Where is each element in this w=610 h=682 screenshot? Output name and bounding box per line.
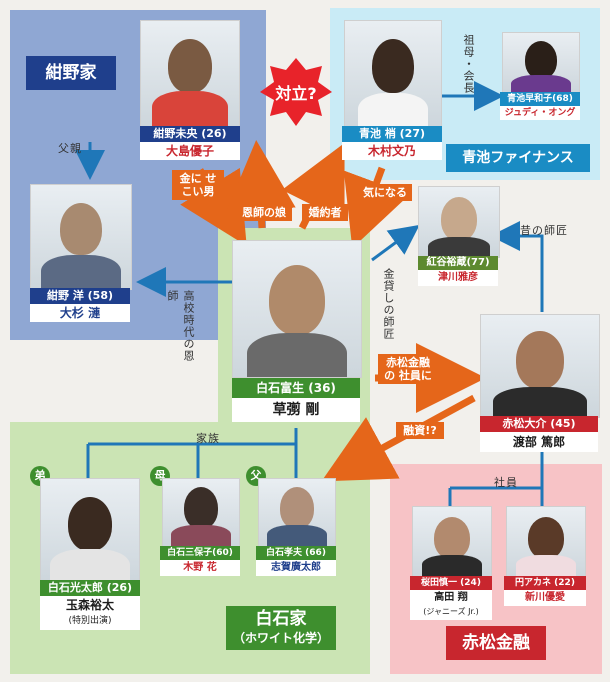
label-loan: 融資!? — [396, 422, 444, 439]
role-daisuke: 赤松大介 (45) — [480, 416, 598, 432]
actor-mihoko: 木野 花 — [160, 560, 240, 576]
photo-yuzo — [418, 186, 500, 258]
shiraishi-title-sub: （ホワイト化学） — [232, 631, 329, 645]
label-lending-master: 金貸しの師匠 — [382, 268, 395, 340]
actor-akane: 新川優愛 — [504, 590, 586, 606]
photo-kozue — [344, 20, 442, 128]
photo-shinichi — [412, 506, 492, 578]
actor-takao: 志賀廣太郎 — [256, 560, 336, 576]
role-kozue: 青池 梢 (27) — [342, 126, 442, 142]
label-employees: 社員 — [494, 476, 518, 489]
actor-kotaro-name: 玉森裕太 — [65, 598, 114, 612]
role-hiroshi: 紺野 洋 (58) — [30, 288, 130, 304]
label-become-employee: 赤松金融の 社員に — [378, 354, 438, 384]
actor-hiroshi: 大杉 漣 — [30, 304, 130, 322]
photo-daisuke — [480, 314, 600, 418]
label-money-man: 金に せこい男 — [172, 170, 224, 200]
actor-shinichi-name: 高田 翔 — [434, 592, 468, 603]
role-sawako: 青池早和子(68) — [500, 92, 580, 106]
label-interested: 気になる — [358, 184, 412, 201]
role-akane: 円アカネ (22) — [504, 576, 586, 590]
actor-yuzo: 津川雅彦 — [418, 270, 498, 286]
photo-takao — [258, 478, 336, 548]
arrow-lending-master — [371, 224, 420, 262]
actor-kotaro: 玉森裕太 (特別出演) — [40, 596, 140, 630]
role-yuzo: 紅谷裕蔵(77) — [418, 256, 498, 270]
arrow-old-master — [490, 221, 544, 312]
role-takao: 白石孝夫 (66) — [256, 546, 336, 560]
label-hs-teacher: 高校時代の恩師 — [166, 290, 195, 362]
photo-mio — [140, 20, 240, 128]
actor-sawako: ジュディ・オング — [500, 106, 580, 120]
shiraishi-family-title: 白石家 （ホワイト化学） — [226, 606, 336, 650]
photo-kotaro — [40, 478, 140, 582]
role-shinichi: 桜田慎一 (24) — [410, 576, 492, 590]
conflict-burst — [260, 58, 332, 126]
shiraishi-title-main: 白石家 — [255, 609, 307, 629]
role-kotaro: 白石光太郎 (26) — [40, 580, 140, 596]
label-grandmother: 祖母・会長 — [462, 34, 475, 94]
actor-kotaro-note: (特別出演) — [68, 616, 112, 626]
role-tomio: 白石富生 (36) — [232, 378, 360, 398]
photo-akane — [506, 506, 586, 578]
actor-shinichi-note: (ジャニーズ Jr.) — [423, 607, 479, 616]
label-family: 家族 — [196, 432, 220, 445]
label-fiance: 婚約者 — [302, 204, 348, 221]
photo-sawako — [502, 32, 580, 94]
konno-family-title: 紺野家 — [26, 56, 116, 90]
akamatsu-finance-title: 赤松金融 — [446, 626, 546, 660]
label-mentor-daughter: 恩師の娘 — [236, 204, 292, 221]
actor-mio: 大島優子 — [140, 142, 240, 160]
actor-daisuke: 渡部 篤郎 — [480, 432, 598, 452]
aoike-finance-title: 青池ファイナンス — [446, 144, 590, 172]
photo-mihoko — [162, 478, 240, 548]
actor-tomio: 草彅 剛 — [232, 398, 360, 422]
photo-hiroshi — [30, 184, 132, 290]
photo-tomio — [232, 240, 362, 378]
label-father: 父親 — [58, 142, 82, 155]
family-tree-lines — [86, 428, 298, 478]
conflict-label: 対立? — [275, 84, 317, 103]
actor-shinichi: 高田 翔 (ジャニーズ Jr.) — [410, 590, 492, 620]
role-mihoko: 白石三保子(60) — [160, 546, 240, 560]
actor-kozue: 木村文乃 — [342, 142, 442, 160]
employee-tree-lines — [448, 432, 544, 506]
role-mio: 紺野未央 (26) — [140, 126, 240, 142]
label-old-master: 昔の師匠 — [520, 224, 568, 237]
